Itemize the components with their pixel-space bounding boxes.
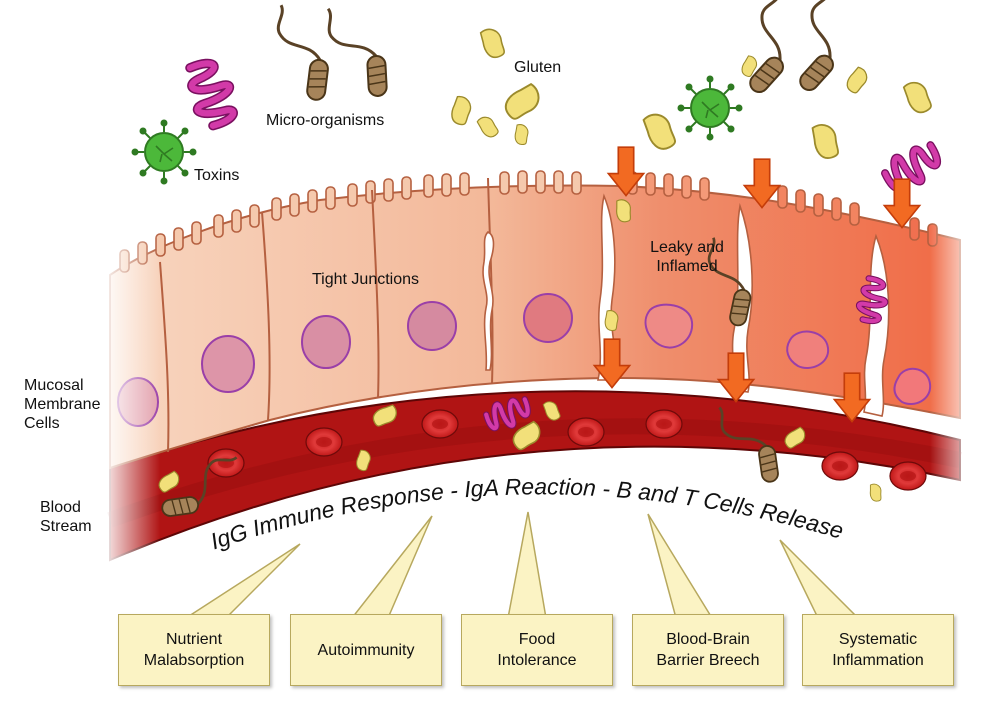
effect-line1: Systematic xyxy=(838,631,918,648)
red-blood-cell-icon xyxy=(889,461,927,491)
effect-line2: Inflammation xyxy=(832,652,924,669)
mucosal-line3: Cells xyxy=(24,415,60,432)
cell-borders xyxy=(159,177,494,453)
red-blood-cell-icon xyxy=(821,451,859,481)
mucosal-membrane-label: Mucosal Membrane Cells xyxy=(24,376,100,433)
mucosal-line2: Membrane xyxy=(24,396,101,413)
virus-icon xyxy=(677,75,743,141)
effect-callouts xyxy=(183,511,860,619)
cell-nuclei xyxy=(117,293,932,427)
red-blood-cell-icon xyxy=(567,417,605,447)
effect-box-autoimmunity: Autoimmunity xyxy=(290,614,442,686)
effect-line1: Blood-Brain xyxy=(666,631,750,648)
red-blood-cell-icon xyxy=(421,409,459,439)
microorganisms-label: Micro-organisms xyxy=(266,112,385,129)
effect-line1: Food xyxy=(518,631,556,648)
effect-line1: Autoimmunity xyxy=(317,641,415,659)
gluten-particle-icon xyxy=(902,78,934,117)
blood-line1: Blood xyxy=(40,499,81,516)
toxin-spiral-icon xyxy=(881,144,942,192)
effect-line2: Malabsorption xyxy=(143,652,245,669)
gluten-particle-icon xyxy=(811,121,840,161)
gluten-label: Gluten xyxy=(514,59,562,76)
red-blood-cell-icon xyxy=(645,409,683,439)
leaky-line1: Leaky and xyxy=(650,239,724,256)
leaky-inflamed-label: Leaky and Inflamed xyxy=(632,238,742,276)
tight-junctions-label: Tight Junctions xyxy=(312,271,420,288)
toxin-spiral-icon xyxy=(188,60,235,128)
red-blood-cell-icon xyxy=(305,427,343,457)
blood-line2: Stream xyxy=(40,518,92,535)
gluten-particle-icon xyxy=(479,25,507,61)
effect-line2: Intolerance xyxy=(497,652,577,669)
bacteria-icon xyxy=(274,0,334,106)
gluten-particle-icon xyxy=(641,109,678,154)
toxins-label: Toxins xyxy=(194,167,240,184)
blood-stream-label: Blood Stream xyxy=(40,498,92,536)
gluten-particle-icon xyxy=(869,483,882,502)
virus-icon xyxy=(131,119,197,185)
gluten-particle-icon xyxy=(475,113,501,141)
mucosal-line1: Mucosal xyxy=(24,377,84,394)
gluten-particle-icon xyxy=(842,65,872,96)
gluten-particle-icon xyxy=(447,94,475,127)
gluten-particle-icon xyxy=(499,81,545,123)
leaky-line2: Inflamed xyxy=(656,258,718,275)
bacteria-icon xyxy=(321,0,397,108)
gluten-particle-icon xyxy=(616,199,632,223)
gluten-particle-icon xyxy=(513,123,530,146)
effect-line1: Nutrient xyxy=(165,631,223,648)
effect-line2: Barrier Breech xyxy=(656,652,760,669)
